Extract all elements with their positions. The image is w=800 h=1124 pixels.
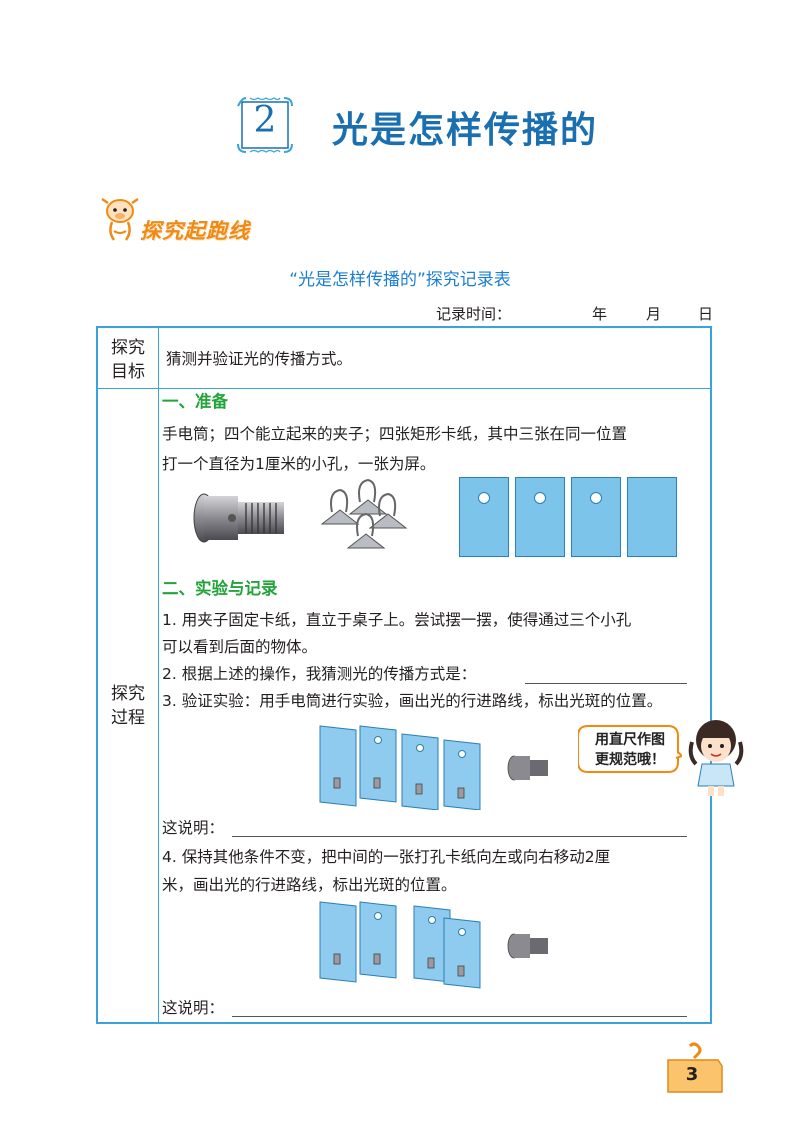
bubble-text-line2: 更规范哦！	[595, 752, 665, 768]
speech-bubble-icon	[578, 725, 682, 773]
card-with-hole-icon	[319, 725, 357, 807]
chapter-number: 2	[253, 100, 277, 141]
explain-answer-line-1[interactable]	[232, 836, 687, 837]
flashlight-icon	[193, 493, 284, 543]
flashlight-icon	[507, 755, 548, 781]
step1-line1: 1. 用夹子固定卡纸，直立于桌子上。尝试摆一摆，使得通过三个小孔	[162, 611, 632, 629]
row-divider	[98, 388, 710, 389]
prep-heading: 一、准备	[162, 392, 228, 411]
experiment-setup-2	[319, 901, 548, 989]
flashlight-icon	[507, 933, 548, 959]
card-with-hole-icon	[459, 477, 509, 557]
chapter-title: 光是怎样传播的	[332, 110, 599, 151]
date-year: 年	[592, 305, 608, 323]
experiment-setup-1	[319, 725, 548, 810]
cards-row	[459, 477, 677, 557]
bubble-text-line1: 用直尺作图	[595, 732, 665, 748]
page-tag-icon	[667, 1042, 723, 1093]
step1-line2: 可以看到后面的物体。	[162, 638, 318, 656]
explain-label-2: 这说明：	[162, 999, 225, 1017]
goal-content: 猜测并验证光的传播方式。	[166, 350, 353, 368]
experiment-heading: 二、实验与记录	[162, 579, 278, 598]
binder-clip-icon	[320, 478, 408, 549]
step2-text: 2. 根据上述的操作，我猜测光的传播方式是：	[162, 665, 477, 683]
prep-text-line1: 手电筒；四个能立起来的夹子；四张矩形卡纸，其中三张在同一位置	[162, 425, 628, 443]
date-month: 月	[646, 305, 662, 323]
section-badge: 探究起跑线	[140, 219, 250, 243]
column-divider	[158, 328, 159, 1022]
girl-illustration-icon	[688, 720, 744, 796]
step3-text: 3. 验证实验：用手电筒进行实验，画出光的行进路线，标出光斑的位置。	[162, 692, 663, 710]
step4-line2: 米，画出光的行进路线，标出光斑的位置。	[162, 876, 457, 894]
record-table: 探究 目标 猜测并验证光的传播方式。 探究 过程	[96, 326, 712, 1024]
goal-header-line1: 探究	[111, 338, 145, 358]
process-header-line2: 过程	[111, 708, 145, 728]
prep-text-line2: 打一个直径为1厘米的小孔，一张为屏。	[162, 455, 436, 473]
explain-answer-line-2[interactable]	[232, 1016, 687, 1017]
goal-header-line2: 目标	[111, 362, 145, 382]
process-header-line1: 探究	[111, 684, 145, 704]
card-screen-icon	[627, 477, 677, 557]
process-header: 探究 过程	[98, 682, 158, 730]
cow-mascot-icon	[101, 197, 139, 241]
card-with-hole-icon	[515, 477, 565, 557]
record-date-row: 记录时间： 年 月 日	[436, 303, 716, 323]
date-label: 记录时间：	[436, 305, 512, 323]
date-day: 日	[698, 305, 714, 323]
goal-header: 探究 目标	[98, 336, 158, 384]
answer-line[interactable]	[525, 683, 687, 684]
step4-line1: 4. 保持其他条件不变，把中间的一张打孔卡纸向左或向右移动2厘	[162, 848, 611, 866]
table-title: “光是怎样传播的”探究记录表	[289, 270, 511, 290]
card-with-hole-icon	[571, 477, 621, 557]
page-number: 3	[685, 1064, 699, 1085]
explain-label-1: 这说明：	[162, 819, 225, 837]
ornate-frame-icon	[237, 97, 293, 153]
